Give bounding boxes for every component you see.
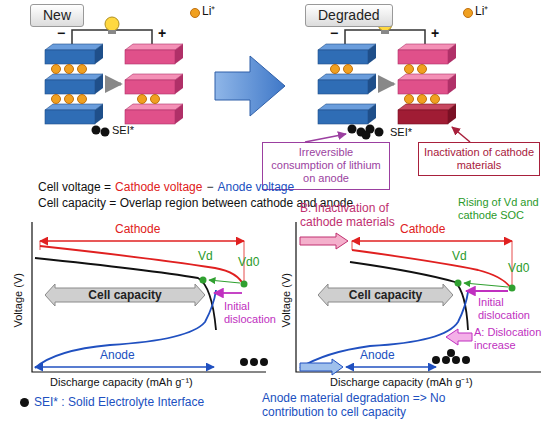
node-text: Cell capacity xyxy=(88,284,161,306)
axis-title: Voltage (V) xyxy=(12,273,25,327)
diagram-label: − xyxy=(57,25,65,41)
diagram-label: Initial dislocation xyxy=(224,300,278,325)
diagram-label: Cathode xyxy=(115,223,160,237)
diagram-label: + xyxy=(158,25,166,41)
diagram-label: Rising of Vd and cathode SOC xyxy=(458,196,544,221)
node-text: Cell capacity xyxy=(349,284,422,306)
diagram-label: Vd xyxy=(452,250,467,264)
diagram-label: − xyxy=(206,181,213,195)
node-text: Irreversible consumption of lithium on a… xyxy=(267,146,385,186)
diagram-label: Anode xyxy=(360,349,395,363)
capacity-arrow: Cell capacity xyxy=(318,284,453,306)
diagram-label: Discharge capacity (mAh g⁻¹) xyxy=(330,376,473,389)
diagram-label: Vd0 xyxy=(238,256,259,270)
callout-box: Inactivation of cathode materials xyxy=(418,142,540,176)
diagram-label: B: Inactivation of cathode materials xyxy=(300,202,412,230)
diagram-label: + xyxy=(431,25,439,41)
legend-text: SEI* : Solid Electrolyte Interface xyxy=(34,396,204,410)
diagram-label: A: Dislocation increase xyxy=(474,326,544,351)
node-text: Inactivation of cathode materials xyxy=(423,146,535,172)
capacity-arrow: Cell capacity xyxy=(45,284,205,306)
diagram-label: SEI* xyxy=(390,126,412,139)
diagram-label: SEI* xyxy=(112,124,134,137)
tab-label: New xyxy=(30,4,84,27)
node-text: Degraded xyxy=(318,7,380,24)
diagram-label: Anode material degradation => No contrib… xyxy=(262,392,462,420)
diagram-label: Initial dislocation xyxy=(478,296,542,321)
diagram-label: Anode xyxy=(100,349,135,363)
diagram-label: − xyxy=(330,25,338,41)
diagram-label: Li⁺ xyxy=(202,5,215,19)
tab-label: Degraded xyxy=(305,4,393,27)
diagram-label: Li⁺ xyxy=(475,5,488,19)
axis-title: Voltage (V) xyxy=(280,273,293,327)
diagram-label: Anode voltage xyxy=(217,181,294,195)
legend-row: SEI* : Solid Electrolyte Interface xyxy=(20,396,204,410)
legend-swatch xyxy=(20,398,29,407)
node-text: New xyxy=(43,7,71,24)
diagram-label: Vd0 xyxy=(508,262,529,276)
diagram-label: Cathode xyxy=(400,223,445,237)
diagram-label: Vd xyxy=(198,250,213,264)
diagram-label: Cathode voltage xyxy=(115,181,202,195)
diagram-label: Discharge capacity (mAh g⁻¹) xyxy=(50,376,193,389)
diagram-label: Cell voltage = xyxy=(38,181,111,195)
